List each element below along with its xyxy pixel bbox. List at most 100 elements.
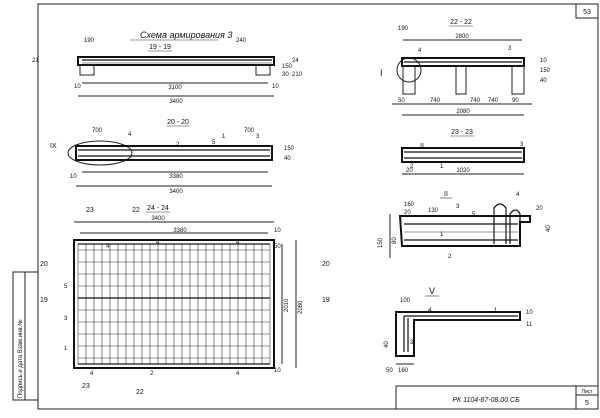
dim-10-plan: 10 bbox=[274, 228, 281, 234]
dim-10b: 10 bbox=[272, 84, 279, 90]
slab-body bbox=[77, 56, 275, 66]
num-5-plan: 5 bbox=[64, 284, 68, 290]
sheet-number-box bbox=[575, 3, 599, 19]
view-20-20-title: 20 - 20 bbox=[167, 119, 189, 126]
cut-19-right: 19 bbox=[322, 297, 330, 304]
side-stamp-text: Подпись и дата Взам.инв.№ bbox=[17, 319, 24, 398]
dim-160-V: 160 bbox=[398, 368, 409, 374]
section-rib-3 bbox=[511, 65, 525, 95]
plan-rebar-grid bbox=[77, 243, 271, 365]
dim-190-22: 190 bbox=[398, 26, 409, 32]
num-4-22: 4 bbox=[418, 48, 422, 54]
dim-50-V: 50 bbox=[386, 368, 393, 374]
detail-II-title: II bbox=[444, 191, 448, 198]
detail-ellipse-IX bbox=[67, 140, 133, 166]
dim-10-20: 10 bbox=[70, 174, 77, 180]
dim-10a: 10 bbox=[74, 84, 81, 90]
dim-3380: 3380 bbox=[169, 174, 183, 180]
cut-19-left: 19 bbox=[40, 297, 48, 304]
diagram-title: Схема армирования 3 bbox=[140, 30, 232, 40]
dim-150-II: 150 bbox=[378, 237, 384, 248]
dim-740a: 740 bbox=[430, 98, 441, 104]
section-23-body bbox=[401, 147, 525, 163]
dim-700a: 700 bbox=[92, 128, 103, 134]
cut-22-bottom: 22 bbox=[136, 389, 144, 396]
roman-I: I bbox=[380, 68, 383, 78]
dim-50-plan: 50 bbox=[274, 244, 281, 250]
num-3-20: 3 bbox=[256, 134, 260, 140]
dim-1020: 1020 bbox=[456, 168, 470, 174]
num-2-plan: 2 bbox=[150, 371, 154, 377]
detail-II: II 160 130 20 3 5 4 1 2 150 80 40 20 bbox=[378, 191, 552, 260]
view-22-22-title: 22 - 22 bbox=[450, 19, 472, 26]
dim-3100: 3100 bbox=[168, 85, 182, 91]
dim-240: 240 bbox=[236, 38, 247, 44]
view-19-19: 19 - 19 190 240 21 24 3100 3400 10 10 21… bbox=[32, 38, 303, 105]
dim-160-II: 160 bbox=[404, 202, 415, 208]
dim-50: 50 bbox=[398, 98, 405, 104]
sheet-frame bbox=[37, 3, 599, 410]
num-4-20: 4 bbox=[128, 132, 132, 138]
rib-left bbox=[79, 64, 95, 76]
plan-outline bbox=[73, 239, 275, 369]
dim-40-II: 40 bbox=[546, 225, 552, 232]
dim-20b-II: 20 bbox=[536, 206, 543, 212]
roman-II: II bbox=[420, 143, 424, 150]
dim-20-23: 20 bbox=[406, 168, 413, 174]
cut-20-left: 20 bbox=[40, 261, 48, 268]
num-1-23: 1 bbox=[440, 164, 444, 170]
view-22-22: 22 - 22 190 2800 4 3 I 740 740 740 50 90… bbox=[380, 19, 551, 116]
dim-700b: 700 bbox=[244, 128, 255, 134]
cut-23-bottom: 23 bbox=[82, 383, 90, 390]
detail-V: V 100 4 1 3 160 50 10 11 40 bbox=[384, 286, 533, 374]
num-4-plan-a: 4 bbox=[106, 244, 110, 250]
num-4-plan-b: 4 bbox=[156, 240, 160, 246]
view-20-20: 20 - 20 IX 700 700 4 2 5 1 3 3380 3400 1… bbox=[50, 119, 295, 195]
dim-21: 21 bbox=[32, 58, 39, 64]
dim-3400-plan: 3400 bbox=[151, 216, 165, 222]
num-3-22: 3 bbox=[508, 46, 512, 52]
view-23-23: 23 - 23 II 2 1 3 1020 20 bbox=[401, 129, 525, 175]
dim-740c: 740 bbox=[488, 98, 499, 104]
dim-190: 190 bbox=[84, 38, 95, 44]
detail-V-body bbox=[395, 311, 521, 357]
dim-2080-plan: 2080 bbox=[298, 300, 304, 314]
section-rib-2 bbox=[455, 65, 467, 95]
dim-90: 90 bbox=[512, 98, 519, 104]
view-19-19-title: 19 - 19 bbox=[149, 44, 171, 51]
view-23-23-title: 23 - 23 bbox=[451, 129, 473, 136]
num-4-plan-c: 4 bbox=[236, 240, 240, 246]
dim-3400-20: 3400 bbox=[169, 189, 183, 195]
rib-right bbox=[255, 64, 271, 76]
dim-10-V: 10 bbox=[526, 310, 533, 316]
section-20-body bbox=[75, 145, 273, 161]
sheet-label: Лист bbox=[582, 389, 594, 395]
sheet-number: 53 bbox=[583, 9, 591, 16]
dim-11-V: 11 bbox=[526, 322, 533, 328]
dim-740b: 740 bbox=[470, 98, 481, 104]
side-stamp-box-2 bbox=[24, 271, 39, 401]
view-24-24-title: 24 - 24 bbox=[147, 205, 169, 212]
num-2-23: 2 bbox=[410, 164, 414, 170]
dim-20-II: 20 bbox=[404, 210, 411, 216]
dim-80-II: 80 bbox=[392, 237, 398, 244]
dim-3400: 3400 bbox=[169, 99, 183, 105]
dim-150-22: 150 bbox=[540, 68, 551, 74]
num-3-plan: 3 bbox=[64, 316, 68, 322]
num-4-II: 4 bbox=[516, 192, 520, 198]
roman-IX: IX bbox=[50, 143, 57, 150]
dim-40-V: 40 bbox=[384, 341, 390, 348]
section-rib-1 bbox=[402, 65, 416, 95]
cut-22-top: 22 bbox=[132, 207, 140, 214]
num-5-20: 5 bbox=[212, 140, 216, 146]
detail-II-hook-2 bbox=[509, 209, 521, 244]
detail-II-hook bbox=[493, 203, 507, 244]
dim-30: 30 bbox=[282, 72, 289, 78]
dim-40-20: 40 bbox=[284, 156, 291, 162]
dim-2010: 2010 bbox=[284, 298, 290, 312]
detail-V-title: V bbox=[429, 286, 435, 296]
dim-150: 150 bbox=[282, 64, 293, 70]
num-1-20: 1 bbox=[222, 134, 226, 140]
